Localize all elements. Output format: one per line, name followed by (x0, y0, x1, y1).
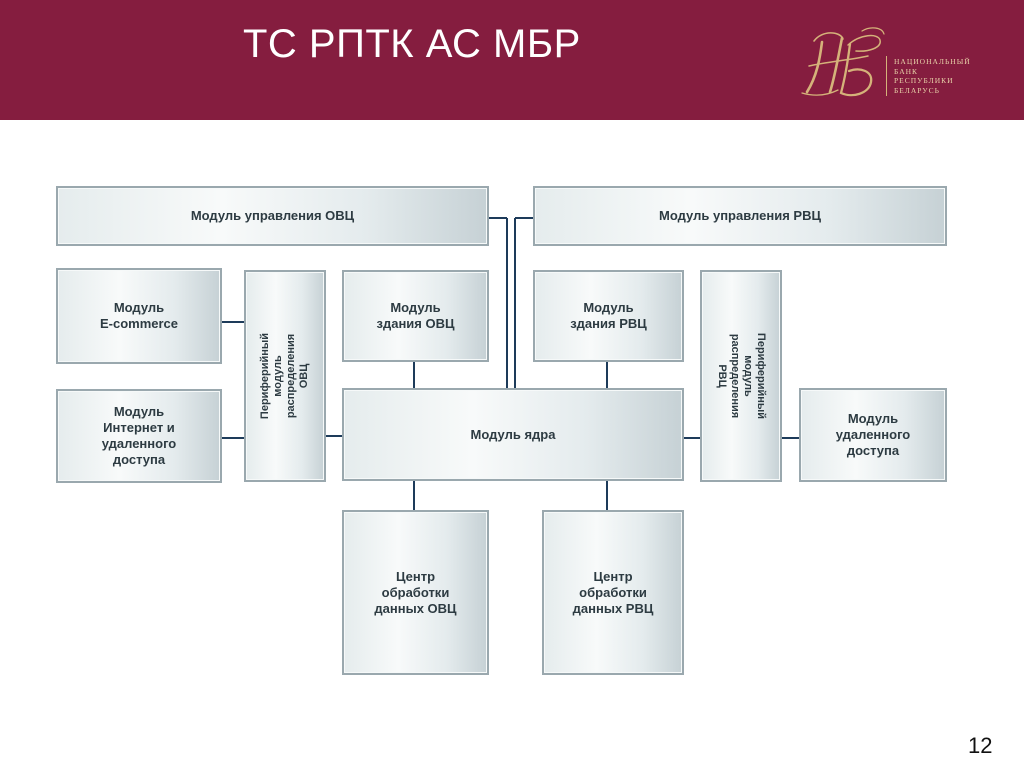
rvc-data-center: Центр обработки данных РВЦ (542, 510, 684, 675)
module-label: Модуль E-commerce (99, 300, 179, 331)
module-label: Модуль Интернет и удаленного доступа (101, 404, 177, 467)
module-label: Периферийный модуль распределения РВЦ (716, 332, 767, 420)
module-label: Модуль управления РВЦ (659, 208, 821, 223)
logo-divider (886, 56, 887, 96)
module-label: Модуль ядра (470, 426, 556, 442)
slide-title: ТС РПТК АС МБР (243, 22, 581, 66)
logo-caption: Национальный Банк Республики Беларусь (894, 57, 994, 95)
module-label: Периферийный модуль распределения ОВЦ (259, 332, 310, 420)
bank-monogram-icon (801, 27, 885, 97)
logo-line: Банк (894, 66, 919, 76)
core-module: Модуль ядра (342, 388, 684, 481)
module-label: Центр обработки данных ОВЦ (374, 568, 457, 616)
module-label: Модуль управления ОВЦ (190, 208, 355, 223)
logo-line: Республики (894, 76, 954, 86)
internet-remote-access-module: Модуль Интернет и удаленного доступа (56, 389, 222, 483)
remote-access-module: Модуль удаленного доступа (799, 388, 947, 482)
module-label: Модуль удаленного доступа (835, 411, 911, 458)
peripheral-distribution-module-ovc: Периферийный модуль распределения ОВЦ (244, 270, 326, 482)
ecommerce-module: Модуль E-commerce (56, 268, 222, 364)
module-label: Модуль здания ОВЦ (376, 300, 455, 331)
rvc-management-module: Модуль управления РВЦ (533, 186, 947, 246)
logo-line: Беларусь (894, 85, 940, 95)
ovc-data-center: Центр обработки данных ОВЦ (342, 510, 489, 675)
module-label: Модуль здания РВЦ (570, 300, 647, 331)
peripheral-distribution-module-rvc: Периферийный модуль распределения РВЦ (700, 270, 782, 482)
national-bank-logo: Национальный Банк Республики Беларусь (796, 24, 996, 102)
ovc-management-module: Модуль управления ОВЦ (56, 186, 489, 246)
slide-header: ТС РПТК АС МБР Национальный Банк Республ… (0, 0, 1024, 120)
rvc-building-module: Модуль здания РВЦ (533, 270, 684, 362)
module-label: Центр обработки данных РВЦ (572, 568, 654, 616)
ovc-building-module: Модуль здания ОВЦ (342, 270, 489, 362)
logo-line: Национальный (894, 57, 971, 66)
page-number: 12 (968, 733, 993, 758)
